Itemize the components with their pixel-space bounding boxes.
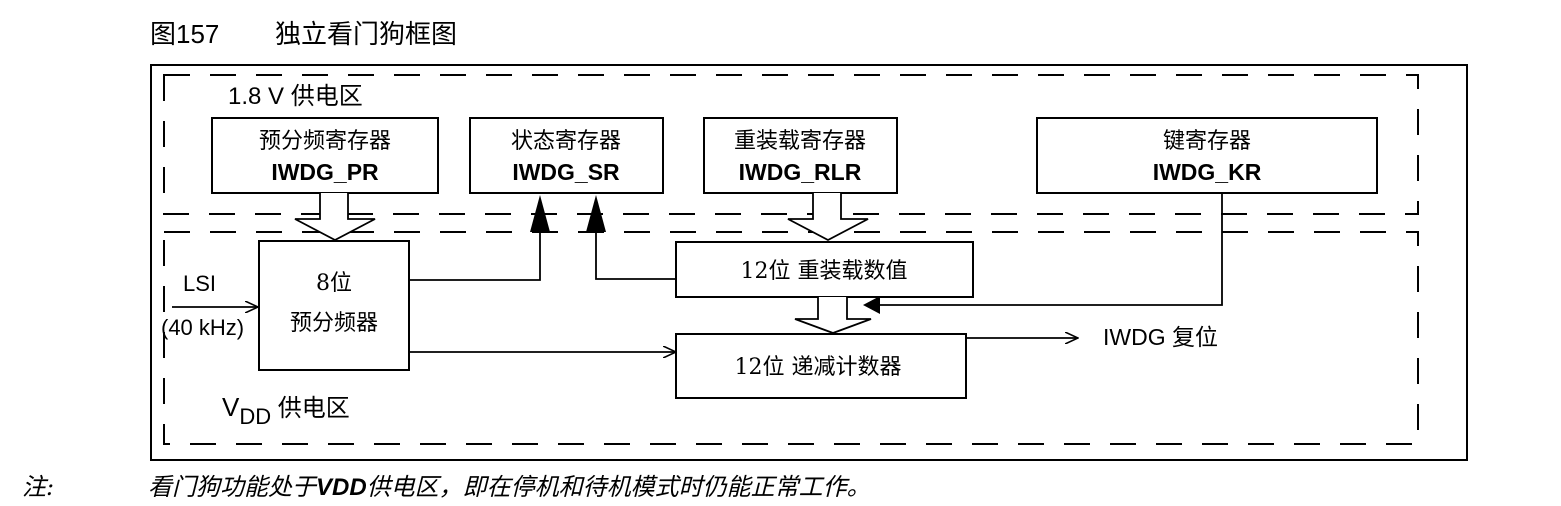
svg-text:IWDG_KR: IWDG_KR xyxy=(1153,159,1262,185)
svg-text:IWDG_RLR: IWDG_RLR xyxy=(739,159,862,185)
filled-arrow-icon xyxy=(530,195,550,232)
prescaler-status-line xyxy=(409,220,541,281)
zone-1v8-label: 1.8 V 供电区 xyxy=(228,83,363,110)
bus-arrow-rlr-to-reload xyxy=(787,193,869,242)
prescaler-block: 8位 预分频器 xyxy=(258,240,410,371)
figure-title: 独立看门狗框图 xyxy=(275,20,457,50)
svg-text:12位 重装载数值: 12位 重装载数值 xyxy=(741,259,908,284)
down-counter-block: 12位 递减计数器 xyxy=(675,333,967,399)
note-text: 看门狗功能处于VDD供电区，即在停机和待机模式时仍能正常工作。 xyxy=(148,473,871,501)
reload-status-line xyxy=(595,220,676,280)
note-prefix: 注: xyxy=(22,473,54,501)
svg-text:重装载寄存器: 重装载寄存器 xyxy=(734,129,866,154)
bus-arrow-reload-to-counter xyxy=(794,297,872,334)
register-iwdg-rlr: 重装载寄存器 IWDG_RLR xyxy=(703,117,898,194)
lsi-frequency: (40 kHz) xyxy=(161,315,244,340)
svg-text:IWDG_PR: IWDG_PR xyxy=(271,159,379,185)
filled-arrow-icon xyxy=(863,296,880,314)
register-iwdg-sr: 状态寄存器 IWDG_SR xyxy=(469,117,664,194)
figure-number: 图157 xyxy=(150,19,219,49)
register-iwdg-kr: 键寄存器 IWDG_KR xyxy=(1036,117,1378,194)
zone-1v8-boundary xyxy=(163,74,1419,215)
svg-text:预分频寄存器: 预分频寄存器 xyxy=(259,129,391,154)
zone-vdd-boundary xyxy=(163,231,1419,445)
svg-text:键寄存器: 键寄存器 xyxy=(1163,129,1251,154)
svg-text:状态寄存器: 状态寄存器 xyxy=(511,129,621,154)
svg-text:IWDG_SR: IWDG_SR xyxy=(512,159,620,185)
reset-output-label: IWDG 复位 xyxy=(1103,324,1218,350)
filled-arrow-icon xyxy=(586,195,606,232)
svg-text:8位: 8位 xyxy=(316,271,352,296)
zone-vdd-label: VDD 供电区 xyxy=(222,392,350,429)
lsi-label: LSI xyxy=(183,271,216,296)
outer-frame xyxy=(150,64,1468,461)
svg-text:预分频器: 预分频器 xyxy=(290,311,378,336)
key-register-line xyxy=(878,192,1223,306)
register-iwdg-pr: 预分频寄存器 IWDG_PR xyxy=(211,117,439,194)
reload-value-block: 12位 重装载数值 xyxy=(675,241,974,298)
svg-text:12位 递减计数器: 12位 递减计数器 xyxy=(735,355,902,380)
